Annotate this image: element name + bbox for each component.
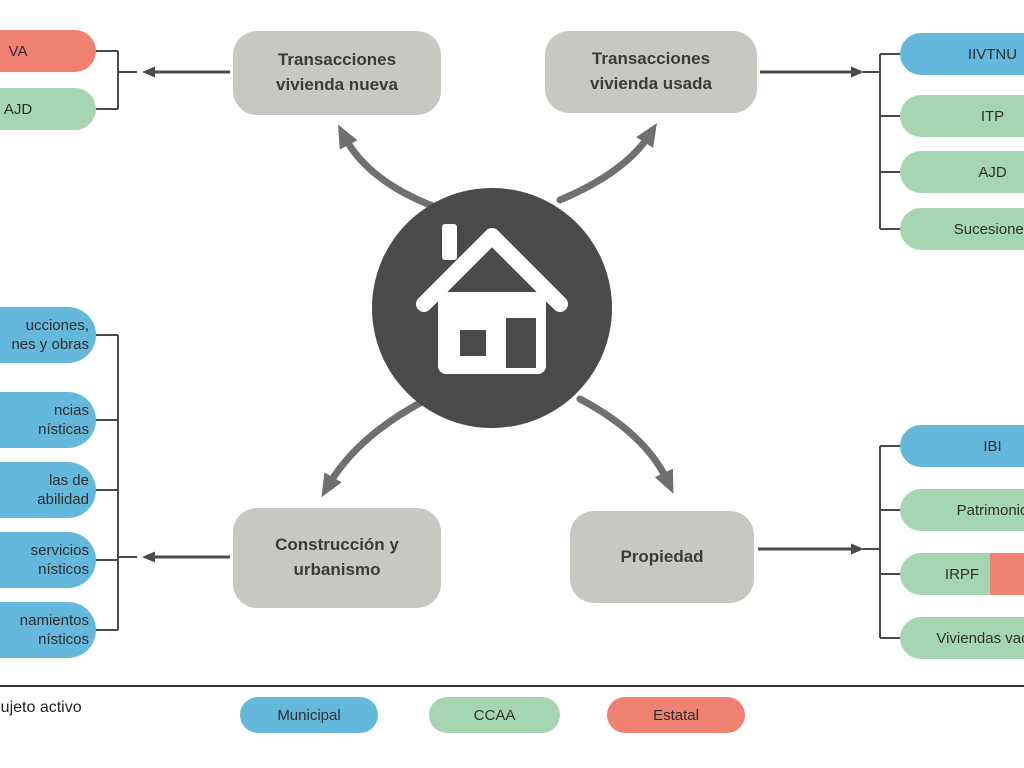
pill-aprovechamientos-urbanisticos: namientos nísticos [0,602,96,658]
node-propiedad: Propiedad [570,511,754,603]
pill-sucesiones: Sucesiones [900,208,1024,250]
pill-iivtnu: IIVTNU [900,33,1024,75]
legend-divider [0,685,1024,687]
legend-pill-ccaa: CCAA [429,697,560,733]
pill-patrimonio: Patrimonio [900,489,1024,531]
pill-itp: ITP [900,95,1024,137]
pill-label: servicios nísticos [30,541,89,578]
legend-pill-municipal: Municipal [240,697,378,733]
node-transacciones-vivienda-nueva: Transacciones vivienda nueva [233,31,441,115]
pill-label: ncias nísticas [38,401,89,438]
node-construccion-y-urbanismo: Construcción y urbanismo [233,508,441,608]
bracket-top-left [96,50,137,110]
legend-pill-estatal: Estatal [607,697,745,733]
bracket-bottom-left [96,334,137,631]
node-label: Transacciones vivienda nueva [276,50,398,94]
pill-construcciones-obras: ucciones, nes y obras [0,307,96,363]
node-label: Construcción y urbanismo [275,535,399,579]
house-icon [416,224,568,374]
bracket-bottom-right [863,445,901,639]
pill-ajd-nueva: AJD [0,88,96,130]
node-label: Transacciones vivienda usada [590,49,712,93]
pill-ibi: IBI [900,425,1024,467]
pill-viviendas-vacias: Viviendas vacías [900,617,1024,659]
pill-label: las de abilidad [37,471,89,508]
pill-servicios-urbanisticos: servicios nísticos [0,532,96,588]
pill-ajd-usada: AJD [900,151,1024,193]
node-transacciones-vivienda-usada: Transacciones vivienda usada [545,31,757,113]
pill-label: namientos nísticos [19,611,89,648]
legend-title: Sujeto activo [0,699,82,716]
node-label: Propiedad [620,546,704,566]
bracket-top-right [863,53,901,230]
estatal-color-segment [990,553,1024,595]
pill-licencias-urbanisticas: ncias nísticas [0,392,96,448]
pill-irpf: IRPF [900,553,1024,595]
pill-iva: VA [0,30,96,72]
pill-label: ucciones, nes y obras [11,316,89,353]
center-house-circle [372,188,612,428]
pill-cedulas-habitabilidad: las de abilidad [0,462,96,518]
